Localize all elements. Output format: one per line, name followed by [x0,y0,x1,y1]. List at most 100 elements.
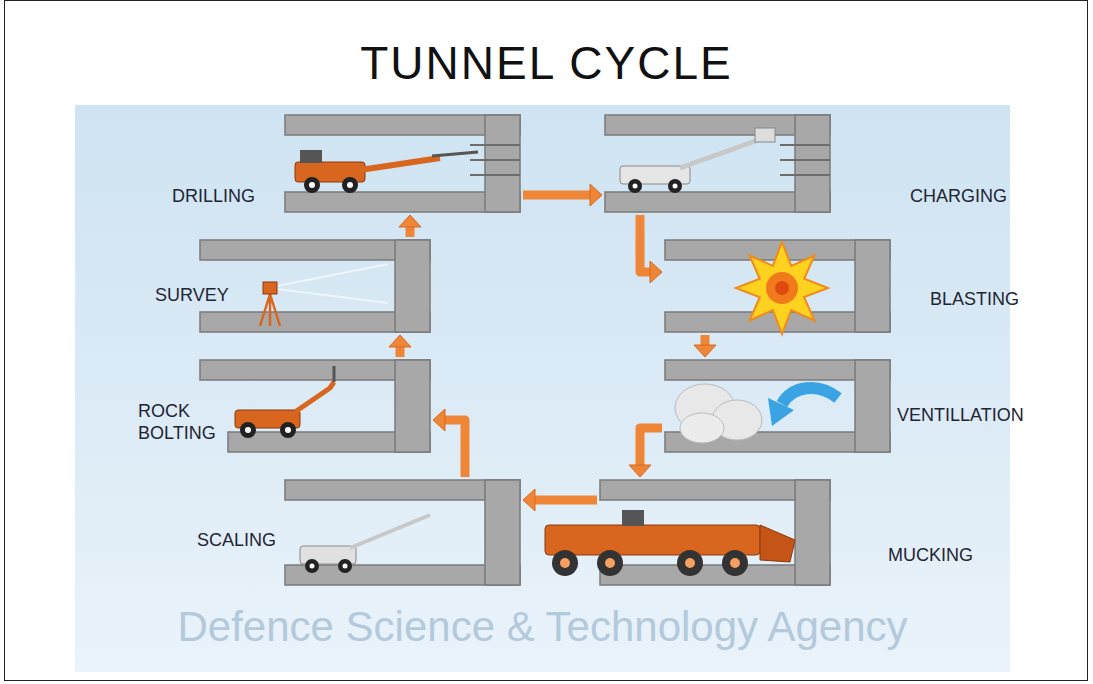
arrow-head [399,215,421,227]
cycle-arrow [629,428,662,477]
stage-panel: SCALING [190,480,520,585]
stage-label-box: DRILLING [172,185,255,207]
scaling-rig [343,564,348,569]
mucker-loader [552,550,578,576]
survey-instrument [263,282,277,294]
cycle-arrow [399,215,421,237]
stage-label-box: ROCK BOLTING [138,400,233,444]
tunnel-section [855,360,890,452]
rock-bolter [245,427,251,433]
mucker-loader [545,510,795,576]
ventilation-cloud [782,388,838,404]
arrow-head [389,335,411,347]
cycle-arrow [433,409,465,477]
tunnel-section [795,115,830,212]
survey-instrument [260,294,280,326]
mucker-loader [722,550,748,576]
stage-label: MUCKING [888,544,973,566]
stage-label-box: CHARGING [910,185,1007,207]
stage-panel: ROCK BOLTING [133,360,430,452]
cycle-arrow [523,489,597,511]
mucker-loader [605,558,615,568]
tunnel-section [395,240,430,332]
charging-vehicle [668,179,682,193]
arrow-head [694,345,716,357]
arrow-shaft [640,428,662,466]
rock-bolter [240,422,256,438]
stage-label: SURVEY [155,284,229,306]
arrow-shaft [396,346,405,357]
mucker-loader [597,550,623,576]
stage-label: CHARGING [910,185,1007,207]
stage-label: VENTILLATION [897,404,1024,426]
arrow-shaft [523,191,591,200]
charging-vehicle [680,140,758,168]
stage-label: ROCK BOLTING [138,400,233,444]
stage-panel: CHARGING [605,115,1045,212]
charging-vehicle [633,184,638,189]
mucker-loader [545,525,760,555]
stage-panel: BLASTING [665,240,1045,332]
rock-bolter [285,427,291,433]
stage-panel: SURVEY [150,240,430,332]
arrow-head [650,261,662,283]
title-container: TUNNEL CYCLE [0,36,1093,101]
drill-jumbo [360,158,440,170]
charging-vehicle [755,128,775,142]
tunnel-section [795,480,830,585]
arrow-shaft [444,420,465,477]
arrow-shaft [534,496,597,505]
stage-label-box: BLASTING [930,288,1019,310]
blast-star [766,272,798,304]
stage-label: SCALING [197,529,276,551]
ventilation-cloud [675,384,838,443]
blast-star [775,281,789,295]
scaling-rig [310,564,315,569]
diagram-title: TUNNEL CYCLE [360,37,732,89]
stage-label-box: MUCKING [888,544,973,566]
ventilation-cloud [768,398,794,426]
survey-instrument [277,264,388,303]
drill-jumbo [432,152,478,156]
stage-panel: DRILLING [165,115,520,212]
stage-label: BLASTING [930,288,1019,310]
arrow-head [433,409,445,431]
stage-label-box: SCALING [197,529,276,551]
blast-star [736,242,828,334]
tunnel-section [395,360,430,452]
stage-label-box: VENTILLATION [897,404,1024,426]
rock-bolter [280,422,296,438]
stage-label-box: SURVEY [155,284,229,306]
survey-instrument [260,264,388,326]
drill-jumbo [295,150,478,193]
scaling-rig [305,559,319,573]
arrow-head [523,489,535,511]
tunnel-section [855,240,890,332]
stage-panel: VENTILLATION [665,360,1055,452]
arrow-head [629,465,651,477]
stage-label: DRILLING [172,185,255,207]
ventilation-cloud [680,413,724,443]
arrow-head [590,184,602,206]
charging-vehicle [673,184,678,189]
rock-bolter [235,366,334,438]
cycle-arrow [694,335,716,357]
scaling-rig [350,515,430,548]
mucker-loader [622,510,644,526]
charging-vehicle [628,179,642,193]
rock-bolter [333,366,336,382]
scaling-rig [338,559,352,573]
stage-panel: MUCKING [600,480,1000,585]
mucker-loader [560,558,570,568]
mucker-loader [760,525,795,562]
cycle-arrow [640,215,662,283]
mucker-loader [685,558,695,568]
tunnel-section [485,115,520,212]
drill-jumbo [309,182,315,188]
drill-holes [780,145,830,175]
rock-bolter [295,382,334,412]
tunnel-section [485,480,520,585]
